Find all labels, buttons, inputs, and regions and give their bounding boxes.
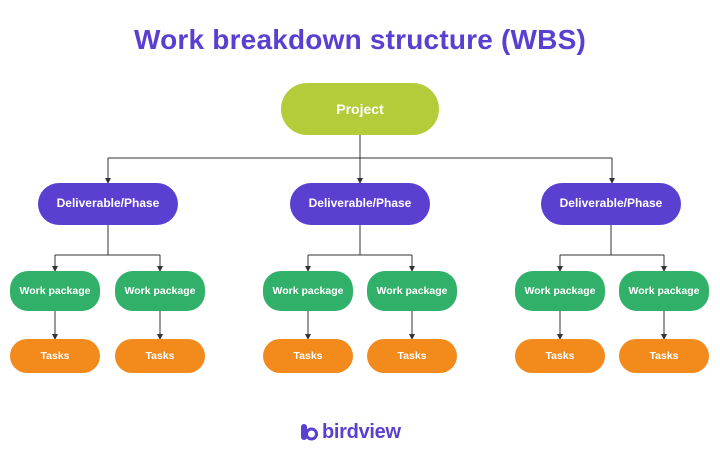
deliverable-node-3: Deliverable/Phase <box>541 183 681 225</box>
birdview-logo-icon <box>301 424 318 441</box>
work-package-node-1a: Work package <box>10 271 100 311</box>
task-node-1b: Tasks <box>115 339 205 373</box>
logo-text: birdview <box>322 420 401 443</box>
deliverable-node-2: Deliverable/Phase <box>290 183 430 225</box>
work-package-node-2b: Work package <box>367 271 457 311</box>
task-node-2b: Tasks <box>367 339 457 373</box>
work-package-node-3b: Work package <box>619 271 709 311</box>
task-node-1a: Tasks <box>10 339 100 373</box>
work-package-node-2a: Work package <box>263 271 353 311</box>
diagram-title: Work breakdown structure (WBS) <box>134 24 586 55</box>
project-node: Project <box>281 83 439 135</box>
deliverable-node-1: Deliverable/Phase <box>38 183 178 225</box>
birdview-logo: birdview <box>300 418 420 446</box>
task-node-2a: Tasks <box>263 339 353 373</box>
task-node-3a: Tasks <box>515 339 605 373</box>
work-package-node-1b: Work package <box>115 271 205 311</box>
work-package-node-3a: Work package <box>515 271 605 311</box>
task-node-3b: Tasks <box>619 339 709 373</box>
